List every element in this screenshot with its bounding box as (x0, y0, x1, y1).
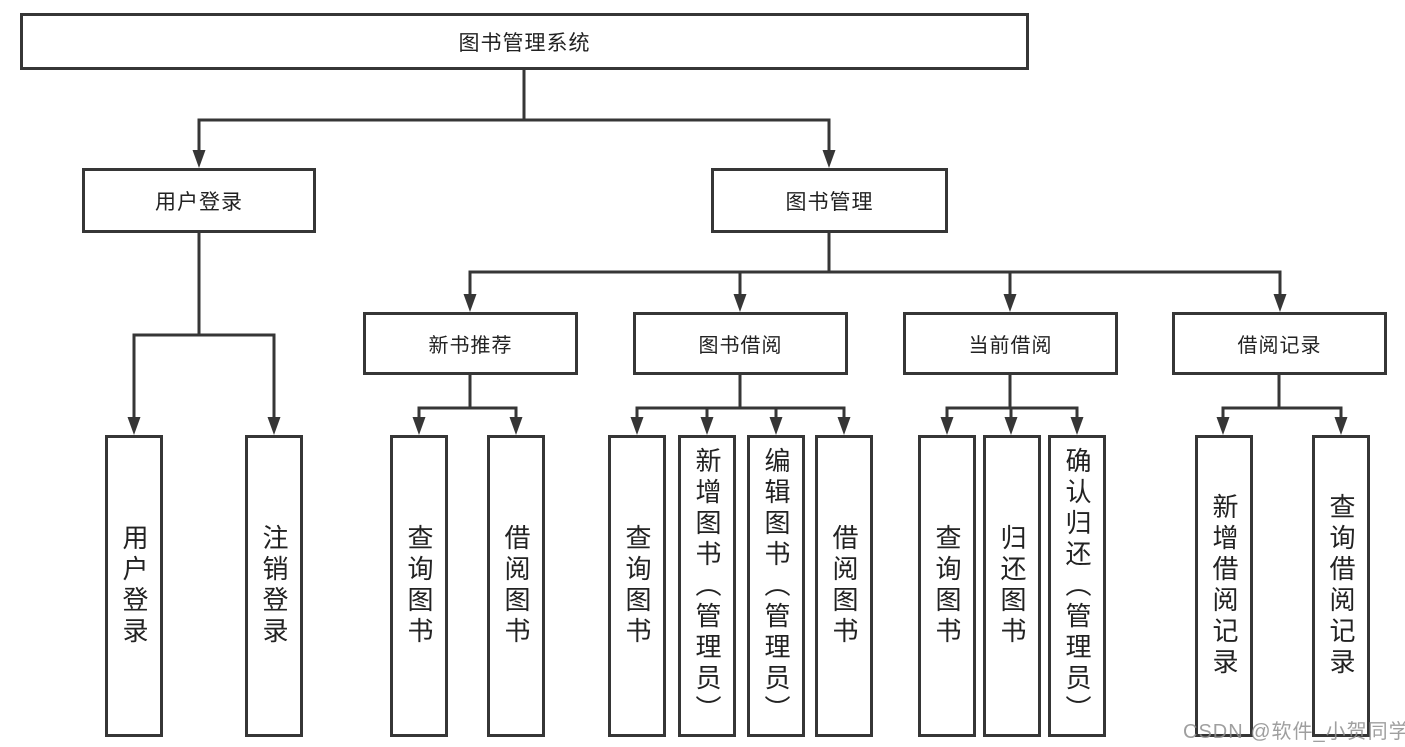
node-label: 用户登录 (119, 524, 149, 648)
node-borrowing-records: 借阅记录 (1172, 312, 1387, 375)
node-leaf-confirm-return-admin: 确认归还（管理员） (1048, 435, 1106, 737)
node-leaf-edit-book-admin: 编辑图书（管理员） (747, 435, 805, 737)
node-label: 编辑图书（管理员） (761, 446, 791, 726)
node-user-login-branch: 用户登录 (82, 168, 316, 233)
node-leaf-query-books-current: 查询图书 (918, 435, 976, 737)
node-new-book-recommendation: 新书推荐 (363, 312, 578, 375)
node-label: 当前借阅 (968, 335, 1053, 357)
node-leaf-add-book-admin: 新增图书（管理员） (678, 435, 736, 737)
node-leaf-query-books-recommend: 查询图书 (390, 435, 448, 737)
node-leaf-return-book: 归还图书 (983, 435, 1041, 737)
node-label: 新增图书（管理员） (692, 446, 722, 726)
node-label: 新书推荐 (428, 335, 513, 357)
node-label: 查询图书 (404, 524, 434, 648)
node-label: 图书管理系统 (458, 31, 591, 55)
node-leaf-borrow-books-borrowing: 借阅图书 (815, 435, 873, 737)
node-current-borrowing: 当前借阅 (903, 312, 1118, 375)
node-label: 用户登录 (155, 190, 243, 214)
node-label: 图书借阅 (698, 335, 783, 357)
node-leaf-user-login: 用户登录 (105, 435, 163, 737)
csdn-watermark: CSDN @软件_小贺同学 (1183, 721, 1405, 743)
node-label: 查询图书 (622, 524, 652, 648)
node-label: 确认归还（管理员） (1062, 446, 1092, 726)
node-leaf-borrow-books-recommend: 借阅图书 (487, 435, 545, 737)
node-label: 借阅记录 (1237, 335, 1322, 357)
node-leaf-logout: 注销登录 (245, 435, 303, 737)
node-book-management-branch: 图书管理 (711, 168, 948, 233)
node-label: 借阅图书 (501, 524, 531, 648)
node-label: 归还图书 (997, 524, 1027, 648)
node-leaf-query-borrow-record: 查询借阅记录 (1312, 435, 1370, 737)
node-library-management-system: 图书管理系统 (20, 13, 1029, 70)
node-label: 注销登录 (259, 524, 289, 648)
node-label: 借阅图书 (829, 524, 859, 648)
node-label: 新增借阅记录 (1209, 493, 1239, 679)
node-leaf-add-borrow-record: 新增借阅记录 (1195, 435, 1253, 737)
node-book-borrowing: 图书借阅 (633, 312, 848, 375)
node-label: 查询图书 (932, 524, 962, 648)
node-label: 图书管理 (785, 190, 874, 214)
node-leaf-query-books-borrowing: 查询图书 (608, 435, 666, 737)
node-label: 查询借阅记录 (1326, 493, 1356, 679)
